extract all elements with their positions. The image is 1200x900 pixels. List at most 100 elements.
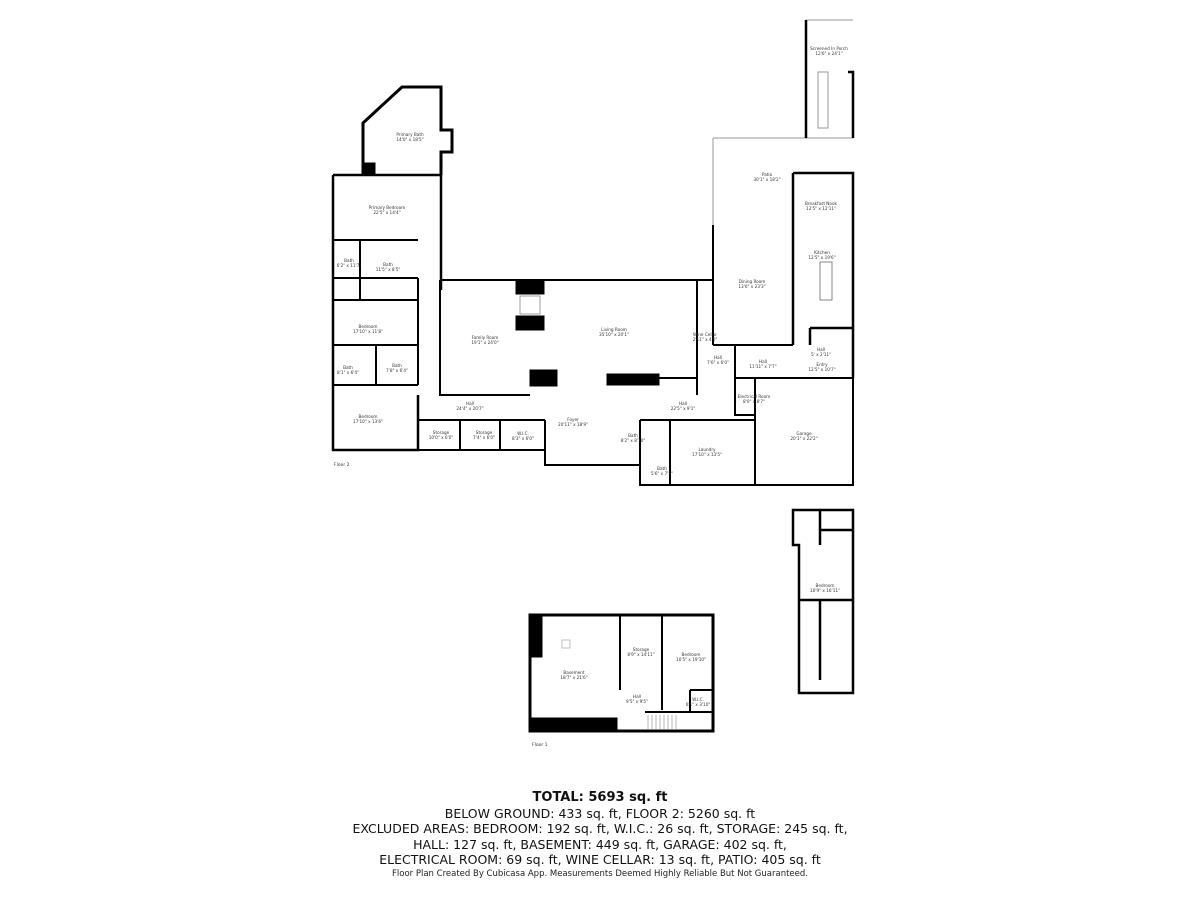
room-name: Breakfast Nook xyxy=(805,201,837,206)
room-dimensions: 14'0" x 18'5" xyxy=(396,137,424,142)
left-wing-walls xyxy=(331,173,443,452)
room-dimensions: 17'10" x 13'6" xyxy=(353,419,383,424)
room-dimensions: 11'5" x 8'5" xyxy=(375,267,401,272)
summary-line: HALL: 127 sq. ft, BASEMENT: 449 sq. ft, … xyxy=(413,836,787,852)
room-name: Bath xyxy=(657,466,667,471)
room-name: Dining Room xyxy=(738,279,766,284)
room-dimensions: 10'9" x 16'11" xyxy=(810,588,840,593)
room-name: Hall xyxy=(758,359,768,364)
room-name: Bath xyxy=(383,262,393,267)
room-name: Foyer xyxy=(567,417,579,422)
patio-outline xyxy=(712,19,853,225)
room-name: Primary Bedroom xyxy=(368,205,406,210)
room-dimensions: 9'5" x 9'5" xyxy=(626,699,648,704)
room-dimensions: 6'2" x 11'7" xyxy=(336,263,362,268)
summary-line: ELECTRICAL ROOM: 69 sq. ft, WINE CELLAR:… xyxy=(379,852,821,867)
room-name: Bath xyxy=(628,433,638,438)
room-name: Screened In Porch xyxy=(810,46,848,51)
kitchen-walls xyxy=(791,171,855,378)
room-dimensions: 12'5" x 12'11" xyxy=(806,206,836,211)
room-dimensions: 17'10" x 11'8" xyxy=(353,329,383,334)
room-name: W.I.C. xyxy=(692,697,704,702)
total-area: TOTAL: 5693 sq. ft xyxy=(532,790,668,805)
room-dimensions: 8'0" x 8'7" xyxy=(743,399,765,404)
room-name: Garage xyxy=(796,431,812,436)
summary-line: BELOW GROUND: 433 sq. ft, FLOOR 2: 5260 … xyxy=(444,805,756,821)
room-name: Bath xyxy=(392,363,402,368)
area-summary: TOTAL: 5693 sq. ft BELOW GROUND: 433 sq.… xyxy=(0,790,1200,868)
room-dimensions: 8'3" x 6'0" xyxy=(512,436,534,441)
room-name: Living Room xyxy=(601,327,627,332)
room-dimensions: 18'7" x 21'6" xyxy=(560,675,588,680)
room-dimensions: 12'6" x 24'1" xyxy=(815,51,843,56)
room-name: Kitchen xyxy=(814,250,830,255)
floor-1-label: Floor 1 xyxy=(532,743,548,748)
room-dimensions: 20'1" x 22'2" xyxy=(790,436,818,441)
credit-text: Floor Plan Created By Cubicasa App. Meas… xyxy=(392,869,808,879)
room-dimensions: 17'10" x 13'5" xyxy=(692,452,722,457)
basement-walls xyxy=(528,613,715,733)
room-name: Storage xyxy=(475,430,493,435)
room-dimensions: 7'8" x 6'4" xyxy=(386,368,408,373)
room-label: W.I.C.8'3" x 6'0" xyxy=(512,431,534,441)
room-name: Basement xyxy=(563,670,585,675)
floor-2-label: Floor 2 xyxy=(334,463,350,468)
room-name: Bedroom xyxy=(815,583,835,588)
room-name: Family Room xyxy=(471,335,499,340)
room-dimensions: 10'5" x 19'10" xyxy=(676,657,706,662)
room-dimensions: 13'6" x 23'3" xyxy=(738,284,766,289)
room-dimensions: 8'9" x 14'11" xyxy=(627,652,655,657)
detached-walls xyxy=(791,508,855,695)
room-name: Entry xyxy=(816,362,828,367)
room-name: Patio xyxy=(761,172,773,177)
room-dimensions: 20'11" x 18'9" xyxy=(558,422,588,427)
room-name: Bath xyxy=(344,258,354,263)
room-dimensions: 2'11" x 4'0" xyxy=(692,337,718,342)
room-name: Hall xyxy=(632,694,642,699)
room-dimensions: 24'4" x 20'7" xyxy=(456,406,484,411)
room-dimensions: 10'0" x 6'0" xyxy=(428,435,454,440)
room-dimensions: 8'1" x 6'4" xyxy=(337,370,359,375)
room-dimensions: 7'6" x 6'0" xyxy=(707,360,729,365)
room-name: W.I.C. xyxy=(517,431,529,436)
room-dimensions: 22'5" x 9'1" xyxy=(670,406,696,411)
room-name: Laundry xyxy=(698,447,716,452)
room-dimensions: 19'1" x 24'0" xyxy=(471,340,499,345)
room-name: Wine Cellar xyxy=(693,332,717,337)
room-name: Hall xyxy=(465,401,475,406)
room-dimensions: 8'2" x 8'10" xyxy=(620,438,646,443)
room-name: Storage xyxy=(432,430,450,435)
room-dimensions: 35'10" x 20'1" xyxy=(599,332,629,337)
room-dimensions: 30'1" x 18'2" xyxy=(753,177,781,182)
room-name: Bedroom xyxy=(681,652,701,657)
living-walls xyxy=(439,279,713,396)
